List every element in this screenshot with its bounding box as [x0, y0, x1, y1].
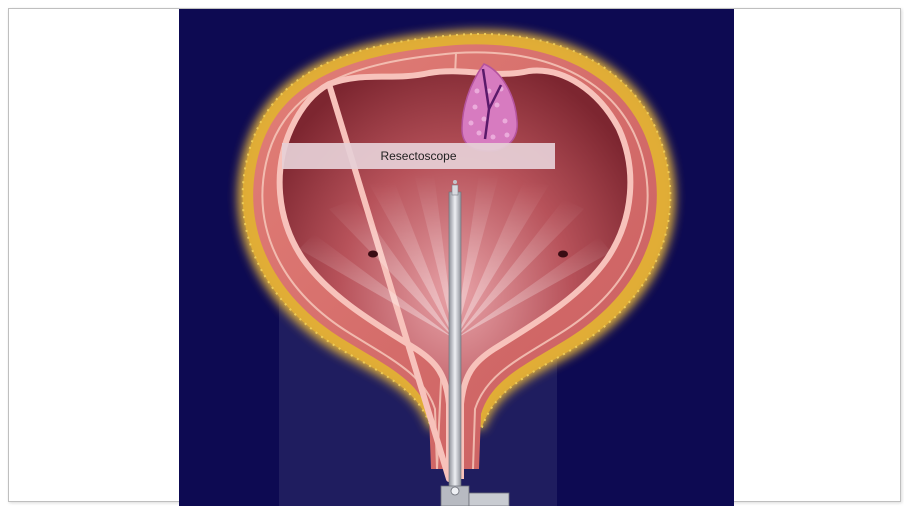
resectoscope-label: Resectoscope — [282, 143, 555, 169]
illustration-stage: Resectoscope — [179, 9, 734, 506]
ureteral-orifice-right — [558, 251, 568, 258]
ureteral-orifice-left — [368, 251, 378, 258]
resectoscope-label-text: Resectoscope — [380, 149, 456, 163]
bladder-illustration — [179, 9, 734, 506]
